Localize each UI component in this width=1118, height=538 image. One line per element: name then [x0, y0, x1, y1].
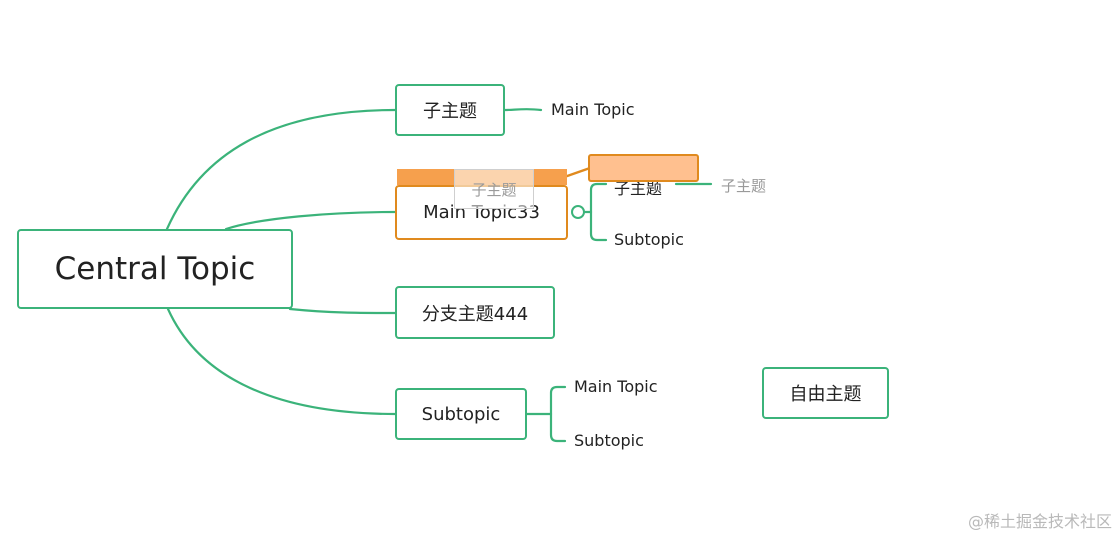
subtopic-main2-2[interactable]: Subtopic [614, 230, 684, 249]
connector-central-main-1 [165, 108, 397, 231]
main-topic-4-label: Subtopic [421, 403, 501, 425]
drag-ghost-node: 子主题 [454, 169, 534, 209]
grandchild-main2-1[interactable]: 子主题 [721, 175, 766, 196]
main-topic-3-label: 分支主题444 [421, 303, 529, 325]
floating-topic-label: 自由主题 [789, 384, 862, 405]
connector-central-main-2 [224, 210, 397, 231]
watermark: @稀土掘金技术社区 [967, 512, 1112, 531]
grandchild-main2-1-label: 子主题 [721, 177, 767, 195]
connector-main2-sub1 [589, 182, 608, 214]
main-topic-1-label: 子主题 [423, 101, 477, 122]
subtopic-main2-2-label: Subtopic [614, 230, 684, 249]
main-topic-3[interactable]: 分支主题444 [395, 286, 555, 339]
drop-target-indicator [588, 154, 699, 182]
floating-topic[interactable]: 自由主题 [762, 367, 889, 419]
central-topic[interactable]: Central Topic [17, 229, 293, 309]
subtopic-main4-2[interactable]: Subtopic [574, 431, 644, 450]
main-topic-4[interactable]: Subtopic [395, 388, 527, 440]
collapse-toggle[interactable] [571, 205, 585, 219]
subtopic-main4-1[interactable]: Main Topic [574, 377, 658, 396]
connector-main2-sub2 [589, 210, 608, 242]
drag-ghost-label: 子主题 [471, 180, 517, 199]
central-topic-label: Central Topic [54, 251, 256, 287]
connector-main4-sub1 [549, 385, 567, 416]
connector-central-main-3 [288, 307, 397, 315]
subtopic-main4-2-label: Subtopic [574, 431, 644, 450]
connector-main4-sub2 [549, 412, 567, 443]
subtopic-main2-1[interactable]: 子主题 [614, 175, 662, 199]
subtopic-main1-1[interactable]: Main Topic [551, 100, 635, 119]
main-topic-1[interactable]: 子主题 [395, 84, 505, 136]
connector-main1-sub1 [503, 108, 543, 112]
connector-central-main-4 [166, 307, 397, 416]
subtopic-main4-1-label: Main Topic [574, 377, 658, 396]
subtopic-main1-1-label: Main Topic [551, 100, 635, 119]
subtopic-main2-1-label: 子主题 [614, 179, 663, 198]
